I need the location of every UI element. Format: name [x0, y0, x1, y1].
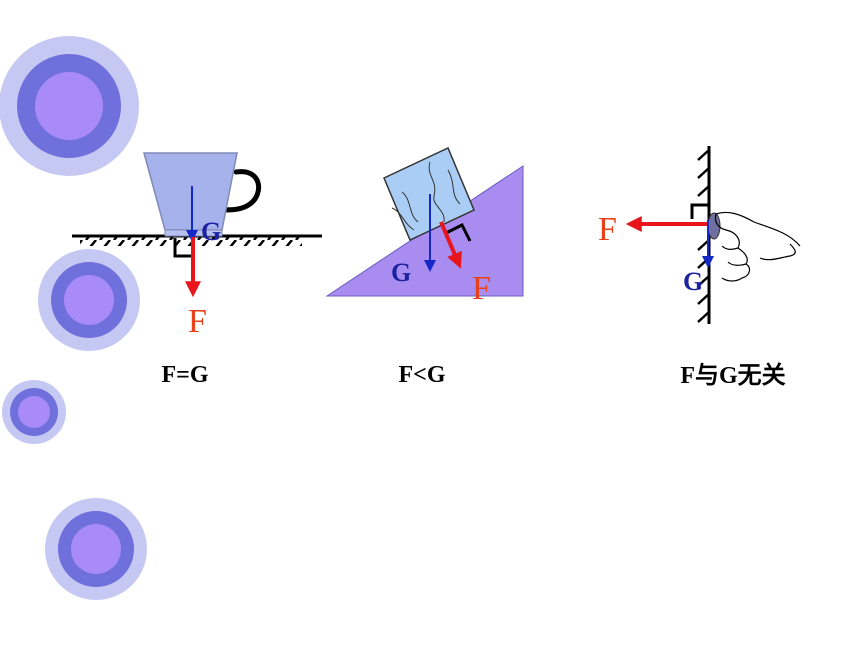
force-label: F: [472, 270, 491, 307]
coffee-cup-icon: [143, 152, 261, 237]
right-angle-mark: [690, 203, 710, 219]
decorative-circle-2: [38, 249, 140, 351]
decorative-circle-4: [45, 498, 147, 600]
gravity-label: G: [683, 267, 703, 296]
force-label: F: [598, 211, 617, 248]
caption-horizontal: F=G: [161, 362, 208, 388]
right-angle-mark: [173, 238, 193, 258]
force-label: F: [188, 303, 207, 340]
diagram-incline: G F F<G: [325, 146, 524, 388]
ground-surface: [72, 234, 322, 246]
decorative-circle-1: [0, 36, 139, 176]
caption-wall: F与G无关: [680, 362, 785, 389]
hand-press-icon: [714, 211, 801, 282]
diagram-horizontal: G F F=G: [72, 152, 322, 388]
gravity-label: G: [391, 258, 411, 287]
force-arrow: [439, 221, 462, 269]
decorative-circle-3: [2, 380, 66, 444]
diagram-wall: F G F与G无关: [598, 146, 801, 389]
gravity-label: G: [201, 217, 221, 246]
right-angle-mark: [445, 222, 472, 242]
caption-incline: F<G: [398, 362, 445, 388]
